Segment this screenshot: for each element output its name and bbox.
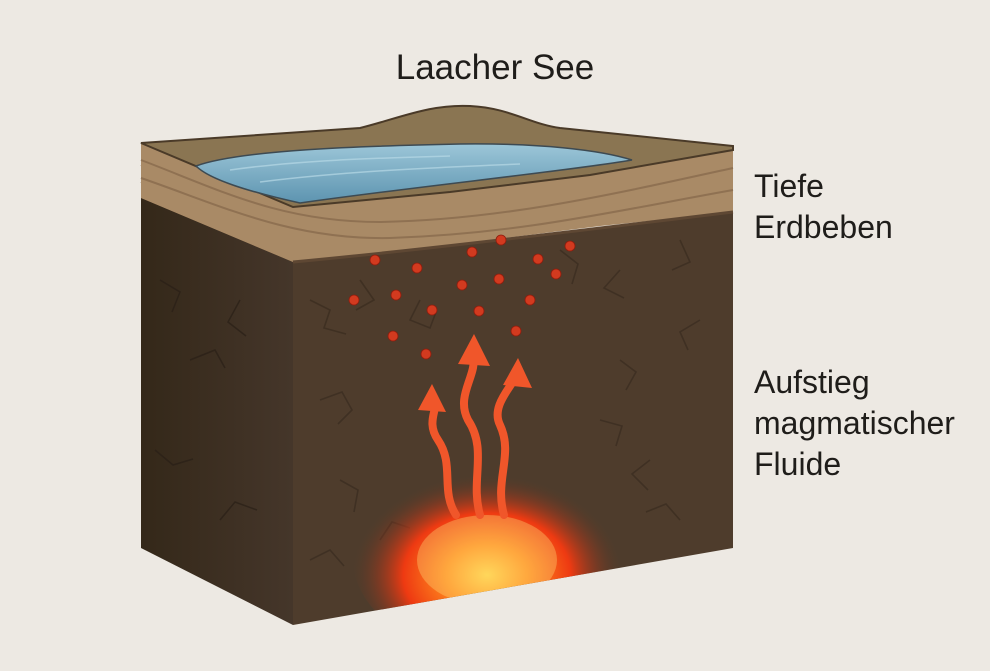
front-rock-face	[293, 212, 733, 625]
earthquake-dot-icon	[564, 240, 576, 252]
earthquake-dot-icon	[473, 305, 485, 317]
label-magmatic-fluids: Aufstieg magmatischer Fluide	[754, 362, 955, 485]
fluid-arrows	[418, 334, 532, 519]
label-line: Aufstieg	[754, 364, 870, 400]
diagram-title: Laacher See	[395, 48, 595, 87]
earthquake-dot-icon	[466, 246, 478, 258]
earthquake-dot-icon	[550, 268, 562, 280]
earthquake-dot-icon	[495, 234, 507, 246]
earthquake-dot-icon	[420, 348, 432, 360]
earthquake-dot-icon	[348, 294, 360, 306]
label-line: Fluide	[754, 446, 842, 482]
fluid-arrow-icon	[418, 384, 460, 519]
earthquake-dot-icon	[387, 330, 399, 342]
label-line: Erdbeben	[754, 209, 893, 245]
earthquake-dot-icon	[369, 254, 381, 266]
label-line: magmatischer	[754, 405, 955, 441]
earthquake-dot-icon	[411, 262, 423, 274]
label-deep-earthquakes: Tiefe Erdbeben	[754, 166, 893, 248]
fluid-arrow-icon	[458, 334, 490, 519]
fluid-arrow-icon	[493, 358, 532, 519]
earthquake-dot-icon	[456, 279, 468, 291]
soil-layer	[140, 143, 734, 264]
earthquake-dot-icon	[524, 294, 536, 306]
lake-water	[194, 143, 633, 204]
earthquake-dot-icon	[493, 273, 505, 285]
earthquake-dot-icon	[390, 289, 402, 301]
earthquake-dot-icon	[532, 253, 544, 265]
earthquake-dot-icon	[510, 325, 522, 337]
earthquake-dots	[348, 234, 576, 360]
label-line: Tiefe	[754, 168, 824, 204]
earthquake-dot-icon	[426, 304, 438, 316]
